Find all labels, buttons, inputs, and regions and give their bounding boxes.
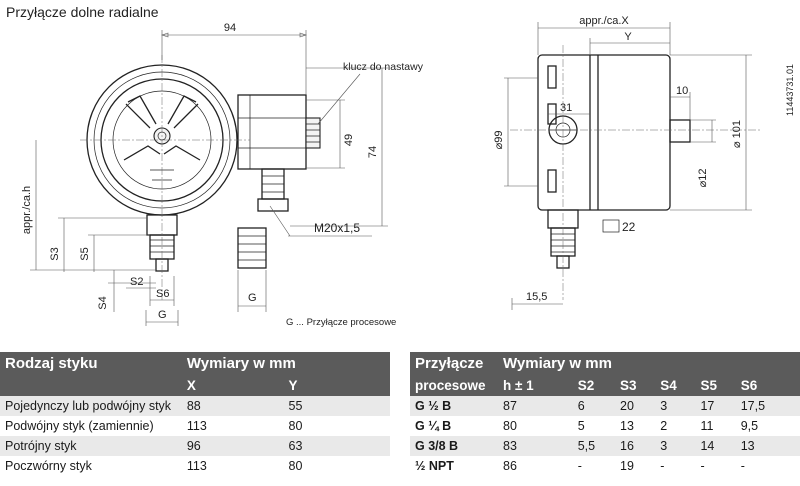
- dim-d101: ⌀ 101: [731, 120, 743, 148]
- dim-d12: ⌀12: [697, 169, 709, 188]
- adjustment-key: [305, 117, 321, 149]
- dim-94: 94: [224, 22, 236, 34]
- process-connection-note: G ... Przyłącze procesowe: [286, 317, 396, 328]
- dim-y: Y: [624, 31, 632, 43]
- dim-appr-h: appr./ca.h: [21, 186, 33, 234]
- side-view: appr./ca.X Y 31 10 ⌀99 ⌀ 101 ⌀12 22 15,5…: [493, 15, 795, 310]
- doc-number: 1144373​1.01: [785, 64, 795, 116]
- table-row: Pojedynczy lub podwójny styk 88 55: [0, 396, 390, 416]
- dim-22: 22: [622, 220, 636, 234]
- header-s3: S3: [620, 374, 661, 396]
- dim-m20: M20x1,5: [314, 221, 360, 235]
- dim-d99: ⌀99: [493, 131, 505, 150]
- dim-49: 49: [343, 134, 355, 146]
- header-s2: S2: [577, 374, 621, 396]
- header-h: h ± 1: [503, 374, 578, 396]
- table-row: ½ NPT 86 - 19 - - -: [410, 456, 800, 476]
- side-case: [537, 54, 671, 211]
- dim-s4: S4: [97, 296, 109, 309]
- header-dimensions: Wymiary w mm: [186, 352, 390, 374]
- dim-10: 10: [676, 85, 688, 97]
- page-title: Przyłącze dolne radialne: [6, 4, 159, 20]
- front-view: 94 klucz do nastawy 49 74 appr./ca.h S3 …: [21, 22, 424, 328]
- table-row: G 3/8 B 83 5,5 16 3 14 13: [410, 436, 800, 456]
- header-s5: S5: [700, 374, 741, 396]
- dim-s2: S2: [130, 276, 143, 288]
- table-row: Podwójny styk (zamiennie) 113 80: [0, 416, 390, 436]
- dim-s5: S5: [79, 247, 91, 260]
- header-dimensions: Wymiary w mm: [503, 352, 800, 374]
- dim-s6: S6: [156, 288, 169, 300]
- header-x: X: [186, 374, 289, 396]
- table-row: Poczwórny styk 113 80: [0, 456, 390, 476]
- dim-74: 74: [367, 146, 379, 158]
- technical-drawing: 94 klucz do nastawy 49 74 appr./ca.h S3 …: [21, 15, 795, 328]
- header-process-connection-1: Przyłącze: [410, 352, 503, 374]
- key-label: klucz do nastawy: [343, 61, 424, 73]
- process-connection-table: Przyłącze Wymiary w mm procesowe h ± 1 S…: [410, 352, 800, 476]
- header-s6: S6: [740, 374, 800, 396]
- dim-g-mid: G: [248, 292, 257, 304]
- dim-appr-x: appr./ca.X: [579, 15, 629, 27]
- header-process-connection-2: procesowe: [410, 374, 503, 396]
- dim-15-5: 15,5: [526, 291, 547, 303]
- dim-s3: S3: [49, 247, 61, 260]
- header-s4: S4: [660, 374, 701, 396]
- table-row: Potrójny styk 96 63: [0, 436, 390, 456]
- dim-31: 31: [560, 102, 572, 114]
- table-row: G ¼ B 80 5 13 2 11 9,5: [410, 416, 800, 436]
- dim-g-left: G: [158, 309, 167, 321]
- contact-housing: [237, 94, 307, 170]
- table-row: G ½ B 87 6 20 3 17 17,5: [410, 396, 800, 416]
- header-y: Y: [288, 374, 390, 396]
- contact-type-table: Rodzaj styku Wymiary w mm X Y Pojedynczy…: [0, 352, 390, 476]
- header-contact-type: Rodzaj styku: [0, 352, 187, 374]
